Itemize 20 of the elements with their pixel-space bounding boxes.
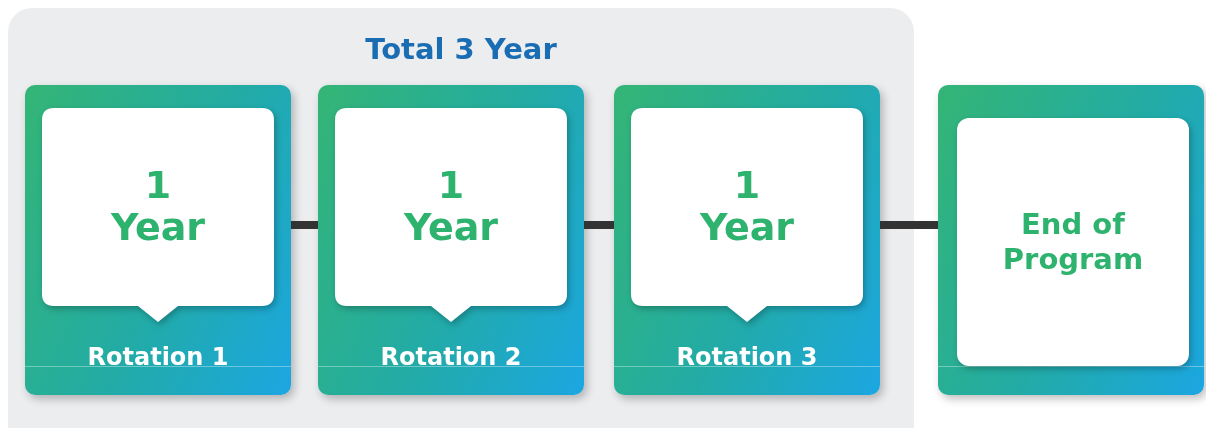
rotation-label: Rotation 3 bbox=[675, 343, 819, 371]
group-title: Total 3 Year bbox=[365, 32, 557, 66]
end-box bbox=[957, 118, 1189, 366]
speech-bubble bbox=[631, 108, 863, 322]
rotation-label: Rotation 1 bbox=[86, 343, 230, 371]
rotation-card bbox=[318, 85, 584, 395]
speech-bubble bbox=[335, 108, 567, 322]
rotation-label: Rotation 2 bbox=[379, 343, 523, 371]
duration-text: 1 Year bbox=[110, 165, 206, 249]
connector-line bbox=[291, 221, 318, 229]
group-panel bbox=[8, 8, 914, 428]
rotation-card bbox=[938, 85, 1204, 395]
rotation-card bbox=[614, 85, 880, 395]
connector-line bbox=[584, 221, 614, 229]
speech-bubble bbox=[42, 108, 274, 322]
connector-line bbox=[880, 221, 938, 229]
rotation-card bbox=[25, 85, 291, 395]
duration-text: 1 Year bbox=[403, 165, 499, 249]
duration-text: 1 Year bbox=[699, 165, 795, 249]
end-text: End of Program bbox=[1001, 207, 1145, 277]
